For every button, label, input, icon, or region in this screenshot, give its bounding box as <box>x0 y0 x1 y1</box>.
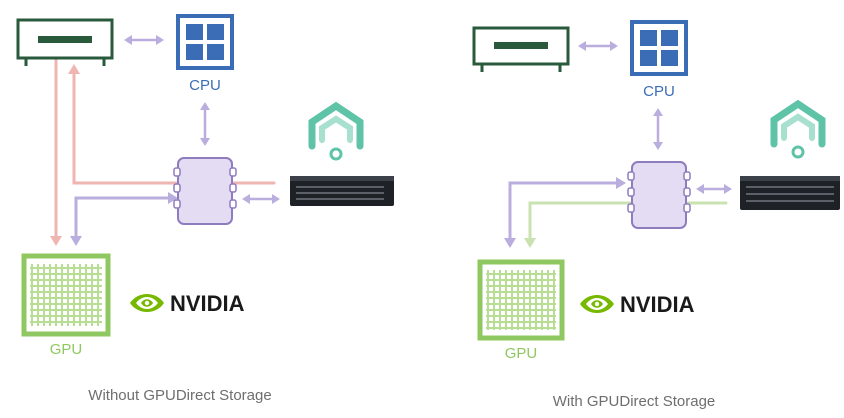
panel-without: CPU <box>16 14 394 404</box>
cpu-label: CPU <box>643 83 675 100</box>
path-switch-to-cpu-mem <box>72 70 276 185</box>
gpu-label: GPU <box>50 341 83 358</box>
data-paths-with <box>504 177 728 248</box>
arrow-head <box>70 236 82 246</box>
nic-card-icon <box>472 26 570 72</box>
storage-cloud-icon <box>770 99 826 159</box>
nvidia-wordmark: NVIDIA <box>170 291 245 316</box>
cpu-chip-icon <box>176 14 234 70</box>
gpu-chip-icon <box>21 253 111 337</box>
nvidia-eye-logo-icon <box>580 295 614 313</box>
gpu-chip-icon <box>477 259 565 341</box>
storage-cloud-icon <box>308 101 364 161</box>
panel-caption: Without GPUDirect Storage <box>88 387 271 404</box>
gpu-label: GPU <box>505 345 538 362</box>
arrow-head <box>168 192 178 204</box>
data-paths-without <box>50 58 276 246</box>
link-nic-cpu <box>124 35 164 45</box>
nvidia-eye-logo-icon <box>130 294 164 312</box>
cpu-label: CPU <box>189 77 221 94</box>
cpu-chip-icon <box>630 20 688 76</box>
link-switch-storage <box>696 184 732 194</box>
arrow-head <box>68 64 80 74</box>
arrow-head <box>616 177 626 189</box>
storage-server-icon <box>290 176 394 206</box>
link-switch-storage <box>242 194 280 204</box>
panel-with: CPU <box>472 20 840 410</box>
link-cpu-switch <box>653 108 663 150</box>
pcie-switch-icon <box>173 157 237 225</box>
arrow-head <box>50 236 62 246</box>
nvidia-wordmark: NVIDIA <box>620 292 695 317</box>
panel-caption: With GPUDirect Storage <box>553 393 716 410</box>
nic-card-icon <box>16 18 114 66</box>
nvidia-logo: NVIDIA <box>580 292 695 317</box>
storage-server-icon <box>740 176 840 210</box>
path-switch-to-gpu <box>508 181 620 242</box>
pcie-switch-icon <box>627 161 691 229</box>
link-nic-cpu <box>578 41 618 51</box>
nvidia-logo: NVIDIA <box>130 291 245 316</box>
path-switch-to-gpu <box>74 196 172 240</box>
arrow-head <box>524 238 536 248</box>
arrow-head <box>504 238 516 248</box>
link-cpu-switch <box>200 102 210 146</box>
